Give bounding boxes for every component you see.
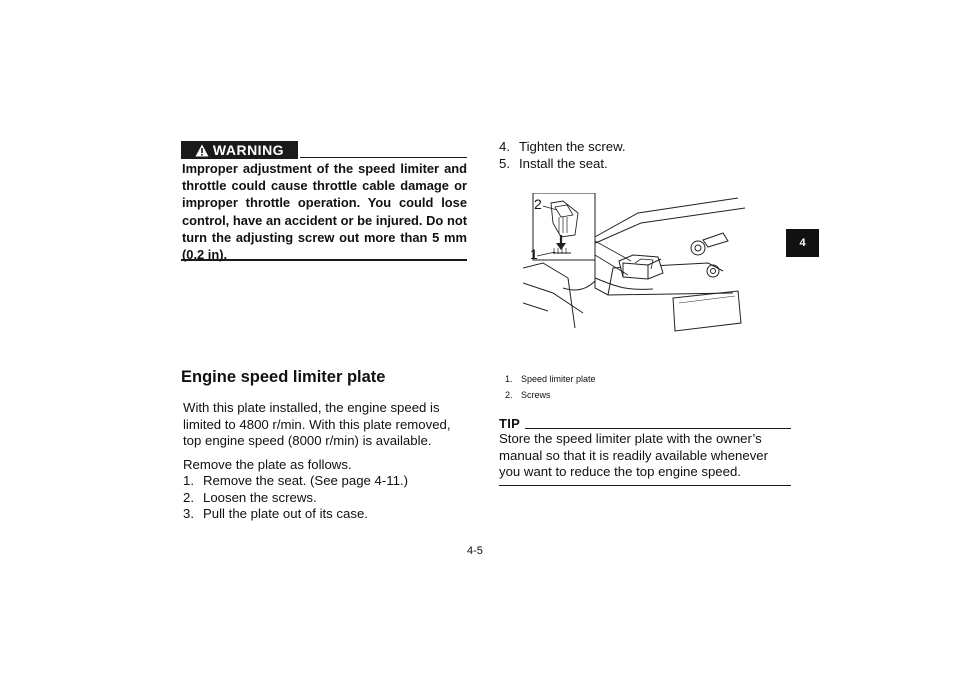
warning-header: WARNING [181, 141, 467, 159]
step-number: 1. [183, 473, 194, 488]
tip-header-rule [525, 428, 791, 429]
list-item: 2. Loosen the screws. [183, 490, 468, 507]
steps-list-right: 4. Tighten the screw. 5. Install the sea… [499, 139, 789, 172]
warning-header-rule [300, 157, 467, 158]
page-number: 4-5 [467, 545, 483, 557]
warning-text: Improper adjustment of the speed limiter… [182, 161, 467, 263]
tip-label: TIP [499, 416, 521, 431]
step-number: 2. [183, 489, 194, 505]
section-title: Engine speed limiter plate [181, 368, 386, 386]
figure-captions: 1. Speed limiter plate 2. Screws [505, 371, 596, 403]
list-item: 1. Speed limiter plate [505, 371, 596, 387]
speed-limiter-illustration: 2 1 [523, 193, 746, 332]
step-text: Remove the seat. (See page 4-11.) [203, 473, 409, 488]
chapter-tab: 4 [786, 229, 819, 257]
intro-paragraph: With this plate installed, the engine sp… [183, 400, 451, 449]
step-text: Tighten the screw. [519, 139, 626, 154]
step-text: Loosen the screws. [203, 489, 317, 505]
list-item: 5. Install the seat. [499, 156, 789, 173]
callout-2-label: 2 [534, 196, 542, 212]
tip-header: TIP [499, 416, 791, 431]
list-item: 1. Remove the seat. (See page 4-11.) [183, 473, 468, 490]
warning-triangle-icon [195, 144, 209, 156]
list-item: 2. Screws [505, 387, 596, 403]
callout-1-label: 1 [530, 246, 538, 262]
caption-text: Speed limiter plate [521, 374, 596, 384]
warning-badge: WARNING [181, 141, 298, 159]
list-item: 3. Pull the plate out of its case. [183, 506, 468, 523]
step-number: 3. [183, 506, 194, 522]
tip-text: Store the speed limiter plate with the o… [499, 431, 769, 480]
warning-bottom-rule [181, 259, 467, 261]
warning-label: WARNING [212, 142, 285, 158]
list-item: 4. Tighten the screw. [499, 139, 789, 156]
steps-intro: Remove the plate as follows. [183, 457, 352, 472]
steps-list-left: 1. Remove the seat. (See page 4-11.) 2. … [183, 473, 468, 523]
caption-text: Screws [521, 390, 551, 400]
step-number: 4. [499, 139, 510, 154]
step-text: Install the seat. [519, 155, 608, 171]
caption-number: 1. [505, 374, 513, 384]
tip-bottom-rule [499, 485, 791, 486]
caption-number: 2. [505, 390, 513, 400]
step-text: Pull the plate out of its case. [203, 506, 368, 522]
step-number: 5. [499, 155, 510, 171]
